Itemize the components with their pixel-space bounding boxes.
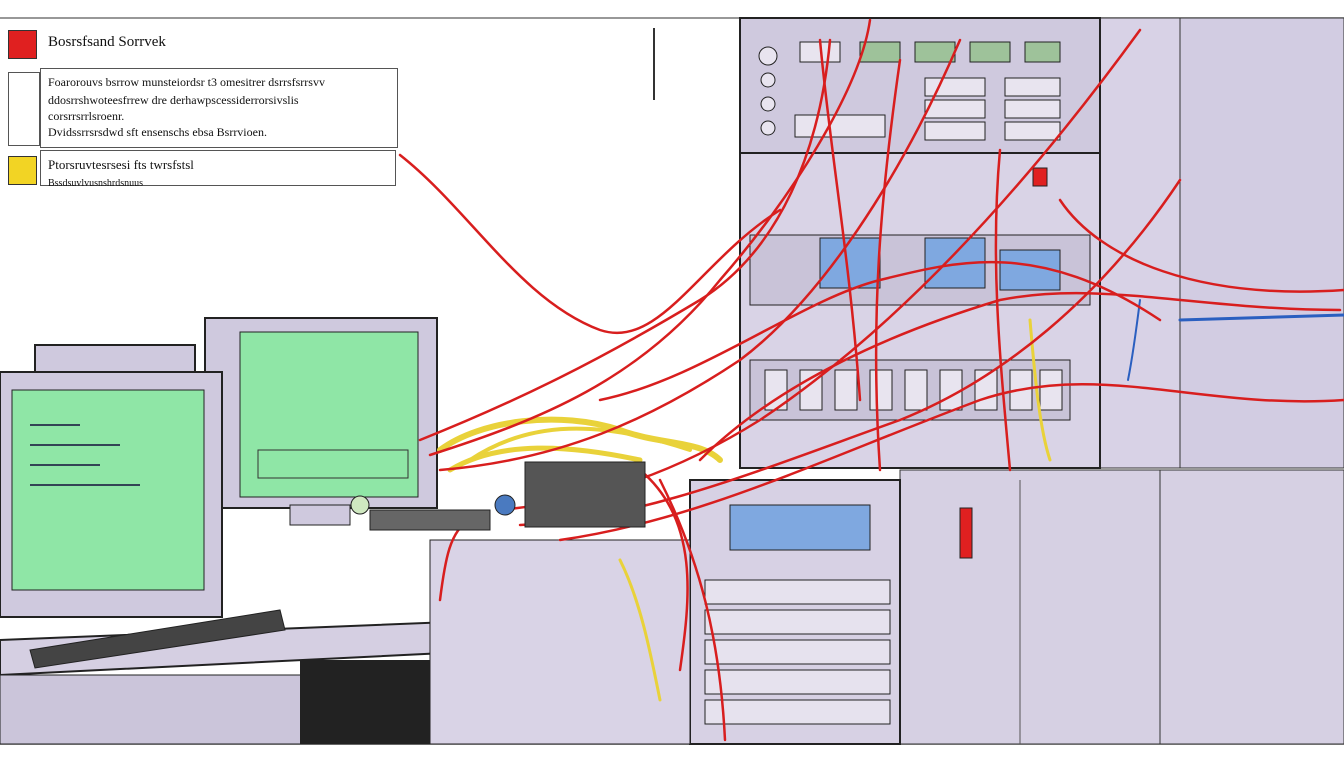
server-rack [739,17,1101,469]
legend-title-yellow: Ptorsruvtesrsesi fts twrsfstsl [48,157,194,172]
legend-line-4: Dvidssrrsrsdwd sft ensenschs ebsa Bsrrvi… [48,125,267,139]
desk-gadgets [350,461,646,531]
legend-box-yellow [40,150,396,186]
legend-subtitle-yellow: Bssdsuvlvusnshrdsnuus [48,178,144,189]
server-tower [689,479,973,745]
legend-swatch-red [8,30,37,59]
legend-line-1: Foarorouvs bsrrow munsteiordsr t3 omesit… [48,75,325,89]
cable-tangle [398,18,1344,742]
legend-box-description [8,72,40,146]
front-monitor [0,371,286,669]
legend-box-text [40,68,398,148]
legend-swatch-yellow [8,156,37,185]
legend-line-2: ddosrrshwoteesfrrew dre derhawpscessider… [48,93,299,107]
wall-panels [899,17,1344,745]
legend-line-3: corsrrsrrlsroenr. [48,109,125,123]
legend: Bosrsfsand Sorrvek Foarorouvs bsrrow mun… [0,0,420,200]
legend-title-red: Bosrsfsand Sorrvek [48,34,166,50]
